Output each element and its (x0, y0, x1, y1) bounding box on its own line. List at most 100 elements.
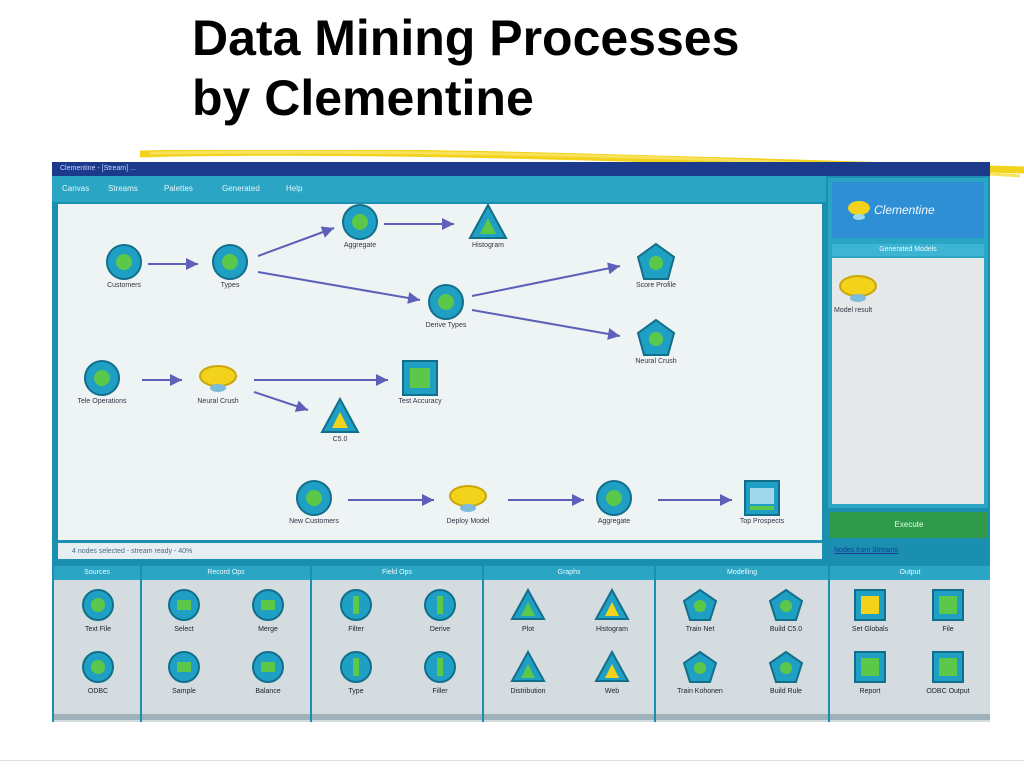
palette-header[interactable]: Record Ops (142, 566, 310, 580)
generated-model-item[interactable]: Model result (834, 270, 896, 314)
palette-item[interactable]: Web (579, 650, 645, 702)
stream-node-types[interactable]: Types (175, 242, 285, 302)
clementine-logo-icon (848, 201, 870, 220)
nodes-link[interactable]: Nodes from Streams (834, 547, 899, 554)
slide-footer-line (0, 760, 1024, 761)
stream-node-c50[interactable]: C5.0 (285, 396, 395, 456)
logo-text: Clementine (874, 203, 935, 217)
palette-section-modelling: Modelling Train Net Build C5.0 Train Koh… (654, 566, 828, 722)
stream-node-top-prospects[interactable]: Top Prospects (707, 478, 817, 538)
slide-title-line-1: Data Mining Processes (192, 10, 740, 66)
palette-header[interactable]: Field Ops (312, 566, 482, 580)
status-text: 4 nodes selected - stream ready - 40% (72, 548, 193, 555)
palette-item[interactable]: Train Net (667, 588, 733, 640)
palette-header[interactable]: Sources (54, 566, 140, 580)
palette-item[interactable]: Filler (407, 650, 473, 702)
stream-node-label: Types (220, 282, 240, 289)
palette-item[interactable]: File (915, 588, 981, 640)
stream-node-histogram[interactable]: Histogram (433, 202, 543, 262)
palette-item[interactable]: Build C5.0 (753, 588, 819, 640)
palette-section-output: Output Set Globals File Report ODBC Outp… (828, 566, 990, 722)
source-node-icon (82, 589, 114, 621)
circle-node-icon (84, 360, 120, 396)
output-node-icon (932, 589, 964, 621)
stream-node-model[interactable]: Neural Crush (163, 358, 273, 418)
palette-header[interactable]: Graphs (484, 566, 654, 580)
palette-item[interactable]: Distribution (495, 650, 561, 702)
clementine-window: Clementine - [Stream] ... Canvas Streams… (52, 162, 990, 722)
palette-header[interactable]: Modelling (656, 566, 828, 580)
palette-item[interactable]: Histogram (579, 588, 645, 640)
menu-palettes[interactable]: Palettes (164, 184, 193, 193)
palette-item[interactable]: Report (837, 650, 903, 702)
model-node-icon (768, 588, 804, 621)
palette-item-label: Type (348, 688, 364, 695)
stream-node-new-customers[interactable]: New Customers (259, 478, 369, 538)
stream-connections (142, 218, 732, 506)
circle-node-icon (596, 480, 632, 516)
stream-node-tele-operations[interactable]: Tele Operations (52, 358, 157, 418)
circle-node-icon (212, 244, 248, 280)
palette-item-label: Filler (432, 688, 448, 695)
palette-scrollbar[interactable] (830, 714, 990, 720)
palette-item[interactable]: Train Kohonen (667, 650, 733, 702)
window-title: Clementine - [Stream] ... (60, 165, 136, 172)
record-node-icon (252, 651, 284, 683)
palette-item-label: Set Globals (851, 626, 889, 633)
palette-item[interactable]: Derive (407, 588, 473, 640)
menu-streams[interactable]: Streams (108, 184, 138, 193)
palette-scrollbar[interactable] (142, 714, 310, 720)
palette-item[interactable]: Text File (65, 588, 131, 640)
stream-node-aggregate[interactable]: Aggregate (305, 202, 415, 262)
palette-item[interactable]: Type (323, 650, 389, 702)
palette-item[interactable]: Plot (495, 588, 561, 640)
palette-item-label: Balance (255, 688, 281, 695)
right-sidebar: Clementine Generated Models Model result (828, 178, 988, 508)
menu-canvas[interactable]: Canvas (62, 184, 90, 193)
stream-node-customers[interactable]: Customers (69, 242, 179, 302)
palette-section-sources: Sources Text File ODBC (52, 566, 140, 722)
palette-item[interactable]: Select (151, 588, 217, 640)
menu-bar: Canvas Streams Palettes Generated Help (52, 176, 826, 202)
stream-node-label: Histogram (472, 242, 504, 249)
menu-help[interactable]: Help (286, 184, 303, 193)
palette-item[interactable]: ODBC (65, 650, 131, 702)
palette-item[interactable]: Merge (235, 588, 301, 640)
stream-node-test-accuracy[interactable]: Test Accuracy (365, 358, 475, 418)
triangle-graph-icon (468, 202, 508, 239)
stream-node-score-profile[interactable]: Score Profile (601, 242, 711, 302)
palette-scrollbar[interactable] (656, 714, 828, 720)
stream-node-deploy-model[interactable]: Deploy Model (413, 478, 523, 538)
palette-scrollbar[interactable] (312, 714, 482, 720)
circle-node-icon (296, 480, 332, 516)
palette-header[interactable]: Output (830, 566, 990, 580)
palette-scrollbar[interactable] (54, 714, 140, 720)
palette-item[interactable]: Filter (323, 588, 389, 640)
palette-item[interactable]: ODBC Output (915, 650, 981, 702)
menu-generated[interactable]: Generated (222, 184, 260, 193)
generated-models-panel[interactable]: Model result (832, 258, 984, 504)
field-node-icon (340, 651, 372, 683)
execute-button[interactable]: Execute (830, 512, 988, 538)
stream-node-aggregate-2[interactable]: Aggregate (559, 478, 669, 538)
model-node-icon (768, 650, 804, 683)
palette-item[interactable]: Balance (235, 650, 301, 702)
palette-item[interactable]: Set Globals (837, 588, 903, 640)
palette-section-graphs: Graphs Plot Histogram Distribution Web (482, 566, 654, 722)
palette-item[interactable]: Sample (151, 650, 217, 702)
stream-node-label: Neural Crush (635, 358, 677, 365)
field-node-icon (340, 589, 372, 621)
palette-scrollbar[interactable] (484, 714, 654, 720)
palette-item-label: Plot (521, 626, 535, 633)
stream-canvas[interactable]: Customers Types Aggregate Histogram Deri… (58, 202, 822, 540)
triangle-graph-icon (320, 396, 360, 433)
pentagon-model-icon (636, 318, 676, 356)
palette-item-label: File (942, 626, 954, 633)
stream-node-neural-crush[interactable]: Neural Crush (601, 318, 711, 378)
clementine-logo: Clementine (832, 182, 984, 238)
stream-node-label: Customers (107, 282, 141, 289)
palette-item[interactable]: Build Rule (753, 650, 819, 702)
palette-item-label: Build C5.0 (769, 626, 803, 633)
stream-node-derive-types[interactable]: Derive Types (391, 282, 501, 342)
palette-section-record-ops: Record Ops Select Merge Sample Balance (140, 566, 310, 722)
